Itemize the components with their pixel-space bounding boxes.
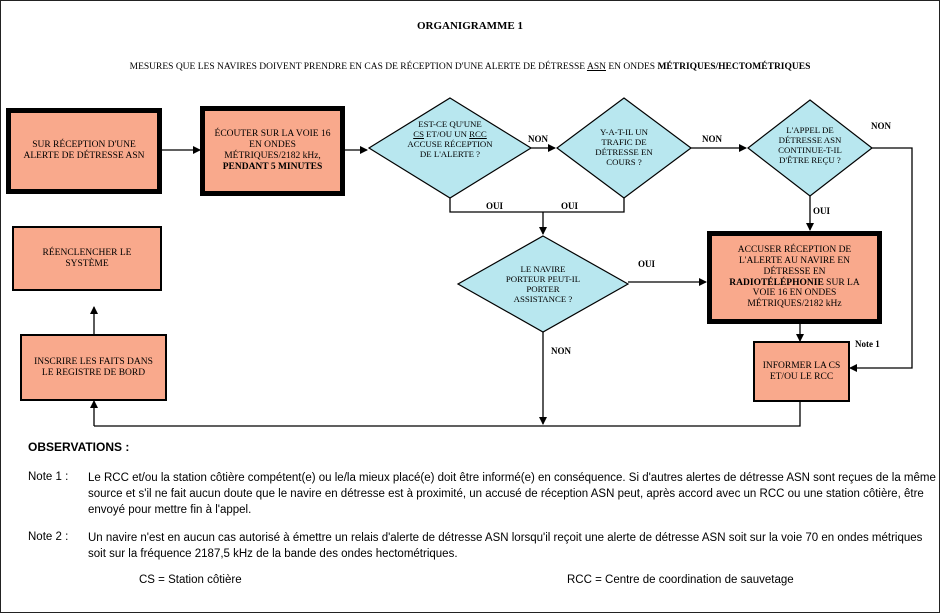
box-inform-cs-rcc: INFORMER LA CS ET/OU LE RCC	[753, 341, 850, 402]
decision-text-traffic: Y-A-T-IL UN TRAFIC DE DÉTRESSE EN COURS …	[595, 127, 653, 167]
note1-label: Note 1 :	[28, 471, 69, 483]
line-inform-to-bottom	[94, 402, 801, 427]
box-listen-channel-16: ÉCOUTER SUR LA VOIE 16 EN ONDES MÉTRIQUE…	[200, 106, 345, 196]
arrow-d3-non-to-inform	[849, 147, 913, 372]
note2-text: Un navire n'est en aucun cas autorisé à …	[88, 532, 923, 560]
label-non-d2: NON	[702, 134, 722, 144]
page-title: ORGANIGRAMME 1	[416, 20, 524, 32]
label-non-d1: NON	[528, 134, 548, 144]
page-subtitle: MESURES QUE LES NAVIRES DOIVENT PRENDRE …	[129, 62, 811, 72]
line-d2-oui	[543, 198, 625, 213]
box-log-book: INSCRIRE LES FAITS DANS LE REGISTRE DE B…	[20, 334, 167, 401]
line-d1-oui	[449, 198, 543, 213]
legend-rcc: RCC = Centre de coordination de sauvetag…	[567, 574, 794, 586]
observations-title: OBSERVATIONS :	[28, 440, 130, 454]
box-receive-alert: SUR RÉCEPTION D'UNE ALERTE DE DÉTRESSE A…	[6, 108, 162, 194]
label-non-d3: NON	[871, 121, 891, 131]
box-acknowledge-alert: ACCUSER RÉCEPTION DE L'ALERTE AU NAVIRE …	[707, 231, 882, 324]
label-oui-d4: OUI	[638, 259, 656, 269]
label-note1: Note 1	[855, 339, 880, 349]
box-reset-system: RÉENCLENCHER LE SYSTÈME	[12, 226, 162, 291]
note1-text: Le RCC et/ou la station côtière compéten…	[88, 472, 936, 516]
note2-label: Note 2 :	[28, 531, 69, 543]
label-oui-d1: OUI	[486, 201, 504, 211]
label-oui-d3: OUI	[813, 206, 831, 216]
label-non-d4: NON	[551, 346, 571, 356]
decision-text-call-continues: L'APPEL DE DÉTRESSE ASN CONTINUE-T-IL D'…	[778, 125, 842, 165]
label-oui-d2: OUI	[561, 201, 579, 211]
legend-cs: CS = Station côtière	[139, 574, 242, 586]
decision-text-assistance: LE NAVIRE PORTEUR PEUT-IL PORTER ASSISTA…	[505, 264, 581, 304]
